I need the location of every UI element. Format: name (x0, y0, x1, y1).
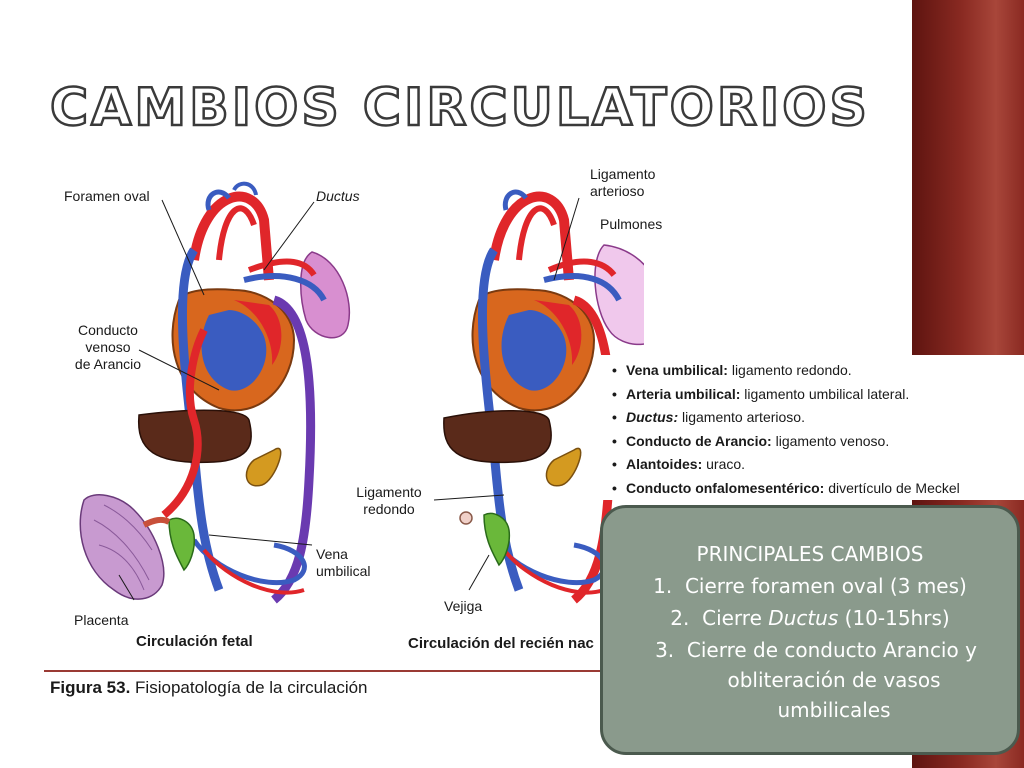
newborn-liver (443, 409, 552, 464)
summary-item-3: 3. Cierre de conducto Arancio y (655, 638, 977, 662)
summary-item-3-line-3: umbilicales (777, 698, 891, 722)
label-vejiga: Vejiga (444, 598, 483, 614)
list-item: •Ductus: ligamento arterioso. (612, 409, 805, 425)
summary-item-2: 2. Cierre Ductus (10-15hrs) (670, 606, 950, 630)
label-pulmones: Pulmones (600, 216, 663, 232)
label-placenta: Placenta (74, 612, 129, 628)
circulation-figure: Foramen oval Ductus Conducto venoso de A… (44, 150, 662, 706)
newborn-bladder (483, 512, 511, 567)
label-foramen-oval: Foramen oval (64, 188, 150, 204)
label-vena-umbilical: Vena umbilical (316, 546, 371, 579)
circulation-illustration (79, 181, 644, 604)
summary-item-3-line-2: obliteración de vasos (727, 668, 941, 692)
changes-list-panel: •Vena umbilical: ligamento redondo. •Art… (600, 355, 1024, 500)
list-item: •Arteria umbilical: ligamento umbilical … (612, 385, 910, 402)
fetal-diagram (79, 181, 350, 604)
label-conducto-venoso: Conducto venoso de Arancio (74, 322, 142, 372)
list-item: •Conducto onfalomesentérico: divertículo… (612, 479, 960, 496)
changes-list: •Vena umbilical: ligamento redondo. •Art… (612, 359, 960, 500)
figure-divider (44, 670, 644, 672)
fetal-bladder (168, 517, 196, 572)
list-item: •Vena umbilical: ligamento redondo. (612, 362, 852, 378)
fetal-umbilical-vein (161, 328, 208, 519)
label-ligamento-redondo: Ligamento redondo (356, 484, 422, 517)
fetal-descending-aorta (271, 295, 316, 604)
figure-caption: Figura 53. Fisiopatología de la circulac… (50, 678, 368, 697)
placenta (79, 494, 165, 600)
fetal-aortic-arch (189, 191, 274, 281)
summary-item-1: 1. Cierre foramen oval (3 mes) (653, 574, 967, 598)
summary-box: PRINCIPALES CAMBIOS 1. Cierre foramen ov… (600, 505, 1020, 755)
list-item: •Conducto de Arancio: ligamento venoso. (612, 432, 890, 449)
summary-title: PRINCIPALES CAMBIOS (696, 542, 924, 566)
label-ductus: Ductus (316, 188, 360, 204)
newborn-caption: Circulación del recién nac (408, 635, 594, 652)
list-item: •Alantoides: uraco. (612, 456, 746, 472)
slide-title: CAMBIOS CIRCULATORIOS (49, 77, 870, 140)
label-ligamento-arterioso: Ligamento arterioso (590, 166, 656, 199)
fetal-caption: Circulación fetal (136, 633, 253, 650)
